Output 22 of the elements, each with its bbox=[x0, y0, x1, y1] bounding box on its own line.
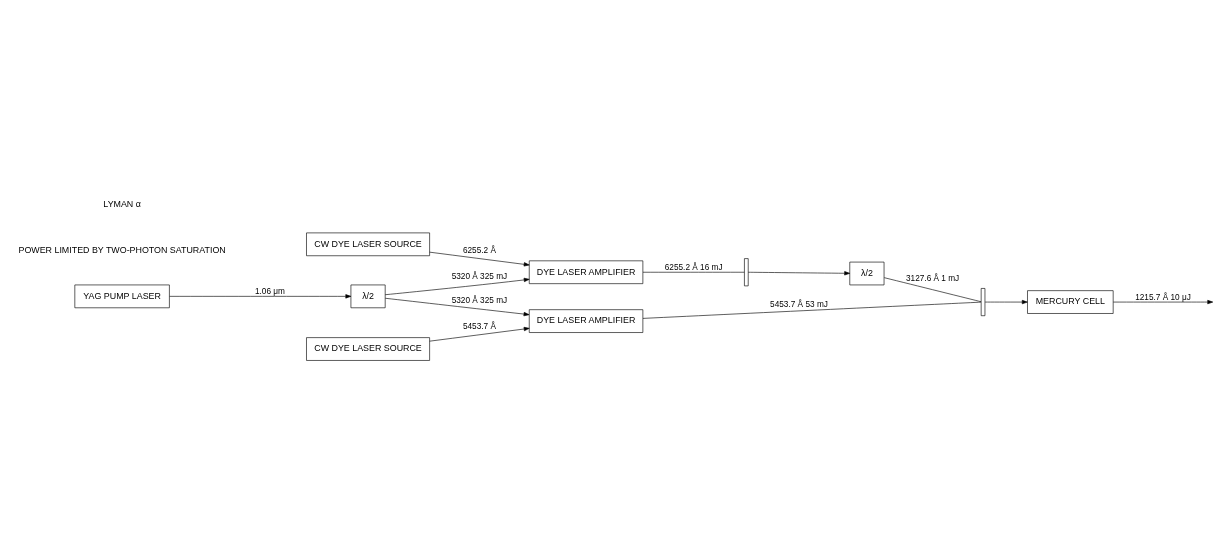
label: POWER LIMITED BY TWO-PHOTON SATURATION bbox=[18, 244, 226, 255]
arrow bbox=[385, 297, 530, 316]
arrow bbox=[1113, 299, 1214, 304]
arrow bbox=[429, 251, 530, 266]
node-box: DYE LASER AMPLIFIER bbox=[528, 260, 644, 284]
arrow bbox=[169, 293, 352, 298]
node-bar bbox=[744, 257, 749, 286]
arrow bbox=[984, 299, 1028, 304]
connector bbox=[883, 276, 982, 302]
connector bbox=[642, 301, 982, 319]
node-box: MERCURY CELL bbox=[1027, 289, 1114, 314]
label: LYMAN α bbox=[103, 198, 141, 209]
node-box: YAG PUMP LASER bbox=[74, 284, 170, 308]
arrow bbox=[429, 326, 530, 341]
node-box: λ/2 bbox=[849, 261, 885, 285]
node-box: λ/2 bbox=[350, 284, 386, 308]
node-box: CW DYE LASER SOURCE bbox=[306, 232, 430, 256]
arrow bbox=[748, 270, 850, 275]
node-bar bbox=[980, 287, 986, 316]
node-box: CW DYE LASER SOURCE bbox=[306, 336, 430, 361]
arrow bbox=[384, 277, 530, 295]
node-box: DYE LASER AMPLIFIER bbox=[528, 308, 644, 333]
